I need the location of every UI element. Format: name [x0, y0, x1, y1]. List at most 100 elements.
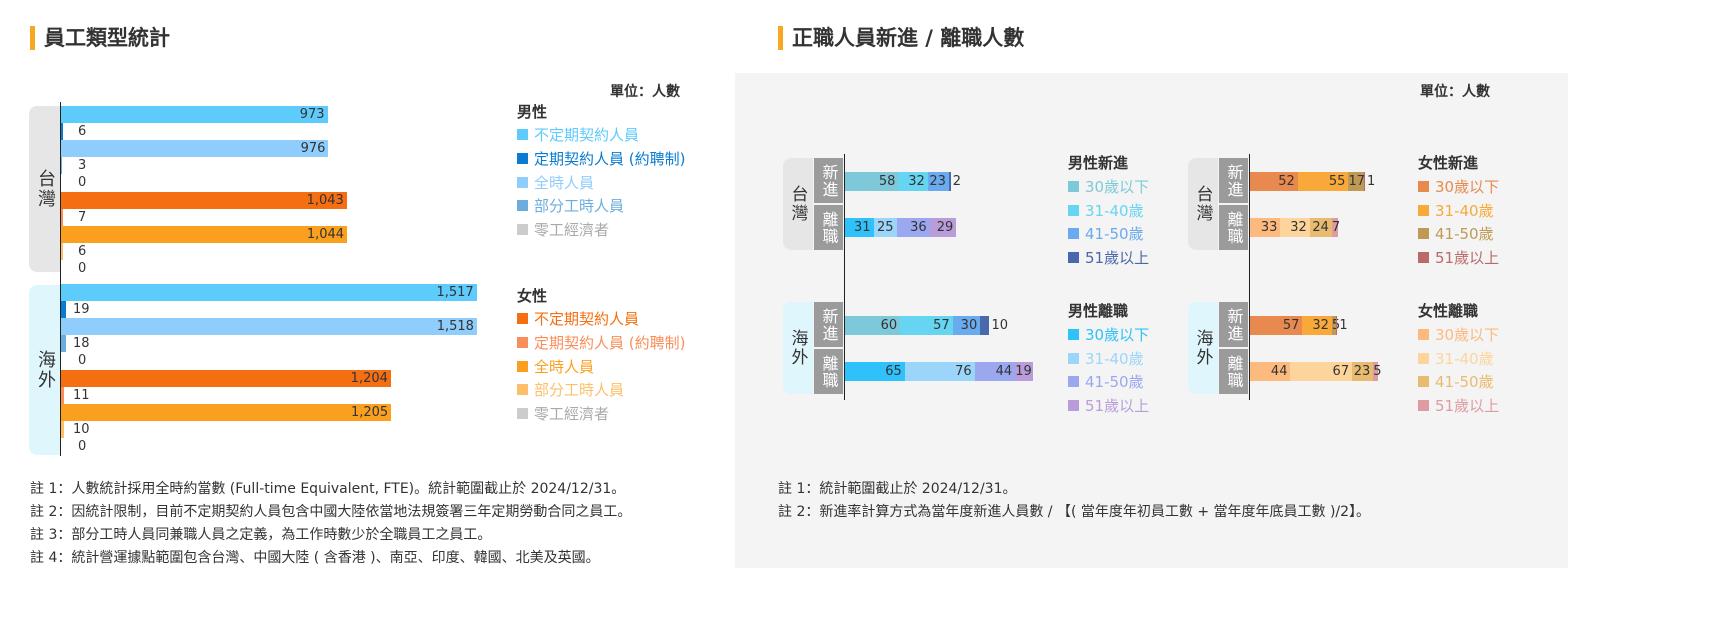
- legend-label: 41-50歲: [1435, 225, 1494, 243]
- legend-heading: 女性: [517, 287, 548, 305]
- bar-segment: [873, 218, 897, 237]
- data-label: 5: [1373, 364, 1382, 379]
- legend-label: 31-40歲: [1085, 201, 1144, 220]
- legend-swatch-icon: [1068, 251, 1079, 263]
- legend-swatch-icon: [1418, 228, 1429, 239]
- bar-segment: [929, 218, 957, 237]
- left-title: 員工類型統計: [30, 25, 170, 51]
- footnote: 註 2：新進率計算方式為當年度新進人員數 / 【( 當年度年初員工數 + 當年度…: [778, 504, 1371, 520]
- data-label: 1,043: [306, 192, 344, 208]
- data-label: 0: [78, 438, 87, 454]
- legend-item: 31-40歲: [1068, 348, 1144, 369]
- bar-segment: [845, 218, 874, 237]
- bar: [61, 208, 63, 226]
- bar-segment: [974, 362, 1016, 381]
- data-label: 976: [300, 141, 326, 157]
- sub-label-leave: 離職: [1219, 205, 1248, 250]
- bar-segment: [927, 172, 949, 191]
- data-label: 32: [1312, 318, 1329, 333]
- bar-segment: [1015, 362, 1033, 381]
- data-label: 58: [878, 174, 896, 189]
- legend-item: 定期契約人員 (約聘制): [517, 148, 685, 169]
- legend-item: 31-40歲: [1068, 200, 1144, 221]
- data-label: 36: [910, 220, 927, 235]
- legend-swatch-icon: [1068, 352, 1079, 364]
- axis: [844, 154, 845, 400]
- legend-item: 全時人員: [517, 356, 594, 377]
- data-label: 3: [78, 158, 87, 174]
- footnote: 註 1：統計範圍截止於 2024/12/31。: [778, 481, 1017, 497]
- legend-label: 41-50歲: [1085, 373, 1144, 391]
- data-label: 6: [78, 124, 87, 140]
- legend-swatch-icon: [1418, 329, 1429, 340]
- legend-item: 41-50歲: [1068, 223, 1144, 244]
- data-label: 0: [78, 353, 87, 369]
- legend-item: 51歲以上: [1068, 247, 1149, 268]
- legend-heading: 女性新進: [1418, 154, 1479, 172]
- data-label: 32: [1290, 220, 1307, 235]
- legend-swatch-icon: [517, 336, 528, 348]
- legend-heading: 男性: [517, 103, 548, 121]
- footnote: 註 2：因統計限制，目前不定期契約人員包含中國大陸依當地法規簽署三年定期勞動合同…: [30, 504, 632, 520]
- legend-swatch-icon: [1068, 376, 1079, 387]
- legend-label: 30歲以下: [1085, 178, 1150, 196]
- data-label: 6: [78, 243, 87, 259]
- legend-swatch-icon: [1068, 399, 1079, 411]
- data-label: 32: [908, 174, 925, 189]
- data-label: 57: [933, 318, 950, 333]
- bar-segment: [980, 316, 990, 335]
- bar-segment: [1352, 362, 1374, 381]
- legend-item: 30歲以下: [1068, 324, 1149, 345]
- legend-swatch-icon: [1418, 376, 1429, 387]
- legend-swatch-icon: [1418, 204, 1429, 216]
- bar: [61, 335, 66, 353]
- legend-swatch-icon: [1418, 352, 1429, 364]
- data-label: 57: [1282, 318, 1300, 333]
- legend-label: 部分工時人員: [534, 197, 625, 216]
- data-label: 67: [1332, 364, 1350, 379]
- data-label: 0: [78, 260, 87, 276]
- legend-label: 41-50歲: [1085, 225, 1144, 243]
- sub-label-new: 新進: [1219, 158, 1248, 203]
- bar: [61, 225, 348, 243]
- bar-segment: [1250, 218, 1281, 237]
- legend-item: 51歲以上: [1418, 247, 1499, 268]
- sub-label-leave: 離職: [814, 349, 843, 394]
- bar-segment: [845, 316, 901, 335]
- bar-segment: [898, 172, 928, 191]
- bar: [61, 284, 477, 301]
- bar-segment: [1331, 218, 1339, 237]
- left-axis: [60, 102, 61, 456]
- bar: [61, 420, 64, 438]
- legend-item: 31-40歲: [1418, 200, 1494, 221]
- legend-label: 51歲以上: [1085, 248, 1150, 267]
- legend-label: 30歲以下: [1435, 178, 1500, 196]
- data-label: 23: [1353, 364, 1371, 379]
- data-label: 44: [1270, 364, 1288, 379]
- legend-swatch-icon: [517, 152, 528, 164]
- legend-label: 零工經濟者: [534, 221, 610, 240]
- region-taiwan: 台灣: [783, 158, 813, 250]
- data-label: 25: [876, 220, 894, 235]
- data-label: 17: [1348, 174, 1365, 189]
- region-overseas: 海外: [29, 285, 61, 455]
- data-label: 30: [960, 318, 978, 333]
- legend-item: 不定期契約人員: [517, 124, 639, 145]
- bar: [61, 242, 63, 260]
- bar: [61, 403, 392, 421]
- legend-label: 30歲以下: [1435, 326, 1500, 344]
- sub-label-new: 新進: [814, 158, 843, 203]
- sub-label-new: 新進: [1219, 302, 1248, 347]
- legend-label: 零工經濟者: [534, 405, 610, 424]
- legend-label: 30歲以下: [1085, 326, 1150, 344]
- data-label: 19: [73, 302, 90, 318]
- footnote: 註 4：統計營運據點範圍包含台灣、中國大陸 ( 含香港 )、南亞、印度、韓國、北…: [30, 550, 600, 566]
- legend-item: 41-50歲: [1068, 371, 1144, 392]
- data-label: 44: [995, 364, 1013, 379]
- legend-item: 41-50歲: [1418, 223, 1494, 244]
- bar-segment: [1331, 316, 1337, 335]
- legend-item: 全時人員: [517, 172, 594, 193]
- legend-label: 31-40歲: [1435, 349, 1494, 368]
- bar-segment: [1364, 172, 1365, 191]
- legend-item: 不定期契約人員: [517, 308, 639, 329]
